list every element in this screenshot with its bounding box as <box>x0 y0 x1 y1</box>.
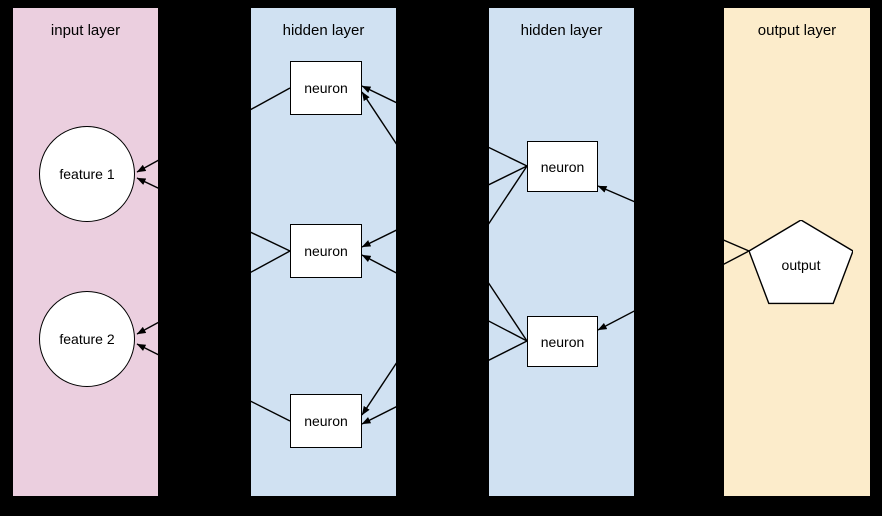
node-label-h2-neuron-1: neuron <box>540 158 585 175</box>
node-output-node[interactable]: output <box>749 220 853 306</box>
node-label-feature-2: feature 2 <box>59 331 115 347</box>
layer-title-output-layer: output layer <box>757 22 837 39</box>
node-label-h1-neuron-2: neuron <box>304 243 348 259</box>
node-h2-neuron-1[interactable]: neuron <box>527 141 598 192</box>
node-h1-neuron-1[interactable]: neuron <box>290 61 362 115</box>
node-label-output-node: output <box>781 257 821 273</box>
node-h1-neuron-3[interactable]: neuron <box>290 394 362 448</box>
node-h1-neuron-2[interactable]: neuron <box>290 224 362 278</box>
layer-title-hidden-layer-2: hidden layer <box>520 22 603 39</box>
node-label-h2-neuron-2: neuron <box>540 333 585 350</box>
layer-title-input-layer: input layer <box>50 22 121 39</box>
layer-title-hidden-layer-1: hidden layer <box>282 22 365 39</box>
node-label-h1-neuron-3: neuron <box>304 413 348 429</box>
node-label-h1-neuron-1: neuron <box>304 80 348 96</box>
node-feature-1[interactable]: feature 1 <box>39 126 135 222</box>
node-h2-neuron-2[interactable]: neuron <box>527 316 598 367</box>
node-label-feature-1: feature 1 <box>59 166 115 182</box>
pentagon-shape-icon <box>749 220 853 305</box>
node-feature-2[interactable]: feature 2 <box>39 291 135 387</box>
layer-column-input-layer: input layer <box>13 8 158 496</box>
